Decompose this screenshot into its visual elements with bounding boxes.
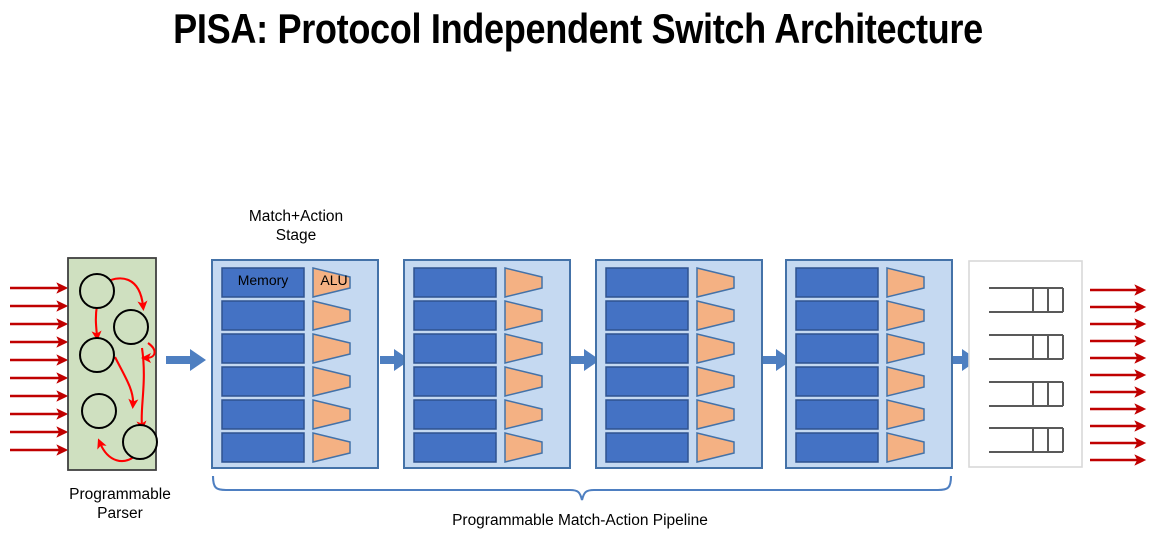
alu-unit — [696, 333, 735, 364]
alu-unit — [312, 399, 351, 430]
output-queue — [989, 287, 1064, 313]
alu-unit — [696, 300, 735, 331]
alu-unit — [886, 267, 925, 298]
memory-unit — [413, 432, 497, 463]
parser-state-node — [79, 337, 115, 373]
alu-units — [312, 267, 351, 463]
memory-unit — [413, 333, 497, 364]
flow-arrow — [762, 349, 792, 371]
pipeline-brace — [211, 475, 953, 501]
alu-units — [504, 267, 543, 463]
alu-unit — [312, 267, 351, 298]
memory-units — [413, 267, 497, 463]
memory-unit — [221, 300, 305, 331]
output-queues — [989, 287, 1064, 453]
memory-units — [221, 267, 305, 463]
flow-arrow — [952, 349, 978, 371]
parser-state-node — [79, 273, 115, 309]
memory-label: Memory — [237, 272, 289, 288]
alu-unit — [696, 366, 735, 397]
alu-unit — [504, 333, 543, 364]
memory-unit — [413, 300, 497, 331]
page-title: PISA: Protocol Independent Switch Archit… — [173, 5, 983, 52]
alu-units — [696, 267, 735, 463]
alu-unit — [312, 366, 351, 397]
programmable-parser-label: Programmable Parser — [69, 486, 171, 523]
memory-unit — [221, 333, 305, 364]
alu-unit — [504, 432, 543, 463]
match-action-stage-3 — [595, 259, 763, 469]
alu-unit — [504, 300, 543, 331]
alu-unit — [312, 300, 351, 331]
match-action-stage-2 — [403, 259, 571, 469]
alu-unit — [504, 366, 543, 397]
parser-state-node — [113, 309, 149, 345]
memory-units — [605, 267, 689, 463]
flow-arrows — [166, 349, 978, 371]
brace-path — [211, 475, 953, 501]
alu-label: ALU — [320, 272, 348, 288]
state-arrow — [140, 342, 156, 364]
alu-unit — [504, 267, 543, 298]
parser-state-node — [122, 424, 158, 460]
memory-unit — [221, 366, 305, 397]
alu-unit — [886, 399, 925, 430]
alu-unit — [886, 300, 925, 331]
memory-unit — [221, 399, 305, 430]
output-queue — [989, 334, 1064, 360]
memory-unit — [795, 333, 879, 364]
alu-unit — [696, 267, 735, 298]
state-arrow — [136, 347, 147, 432]
memory-unit — [605, 366, 689, 397]
deparser-container — [968, 260, 1083, 468]
memory-unit — [413, 399, 497, 430]
pipeline-label: Programmable Match-Action Pipeline — [452, 512, 708, 529]
input-packet-arrows — [10, 282, 69, 456]
alu-unit — [696, 432, 735, 463]
alu-unit — [312, 333, 351, 364]
memory-unit — [605, 267, 689, 298]
match-action-stage-4 — [785, 259, 953, 469]
flow-arrow — [570, 349, 600, 371]
alu-unit — [886, 366, 925, 397]
alu-unit — [886, 333, 925, 364]
state-arrow — [114, 356, 139, 410]
memory-unit — [795, 432, 879, 463]
memory-unit — [221, 267, 305, 298]
memory-unit — [413, 267, 497, 298]
memory-unit — [795, 399, 879, 430]
alu-unit — [504, 399, 543, 430]
alu-unit — [696, 399, 735, 430]
match-action-stage-label: Match+Action Stage — [248, 208, 344, 245]
memory-unit — [795, 267, 879, 298]
flow-arrow — [166, 349, 206, 371]
memory-unit — [605, 333, 689, 364]
output-queue — [989, 427, 1064, 453]
match-action-stage-1 — [211, 259, 379, 469]
memory-unit — [605, 300, 689, 331]
alu-unit — [886, 432, 925, 463]
alu-unit — [312, 432, 351, 463]
flow-arrow — [380, 349, 410, 371]
alu-units — [886, 267, 925, 463]
memory-unit — [413, 366, 497, 397]
parser-state-node — [81, 393, 117, 429]
output-queue — [989, 381, 1064, 407]
memory-unit — [605, 432, 689, 463]
memory-unit — [795, 366, 879, 397]
memory-unit — [221, 432, 305, 463]
parser-states — [79, 273, 158, 460]
memory-unit — [795, 300, 879, 331]
output-packet-arrows — [1090, 284, 1147, 466]
memory-unit — [605, 399, 689, 430]
state-arrow — [91, 304, 102, 342]
memory-units — [795, 267, 879, 463]
deparser-block — [968, 260, 1083, 468]
programmable-parser-block — [67, 257, 158, 471]
